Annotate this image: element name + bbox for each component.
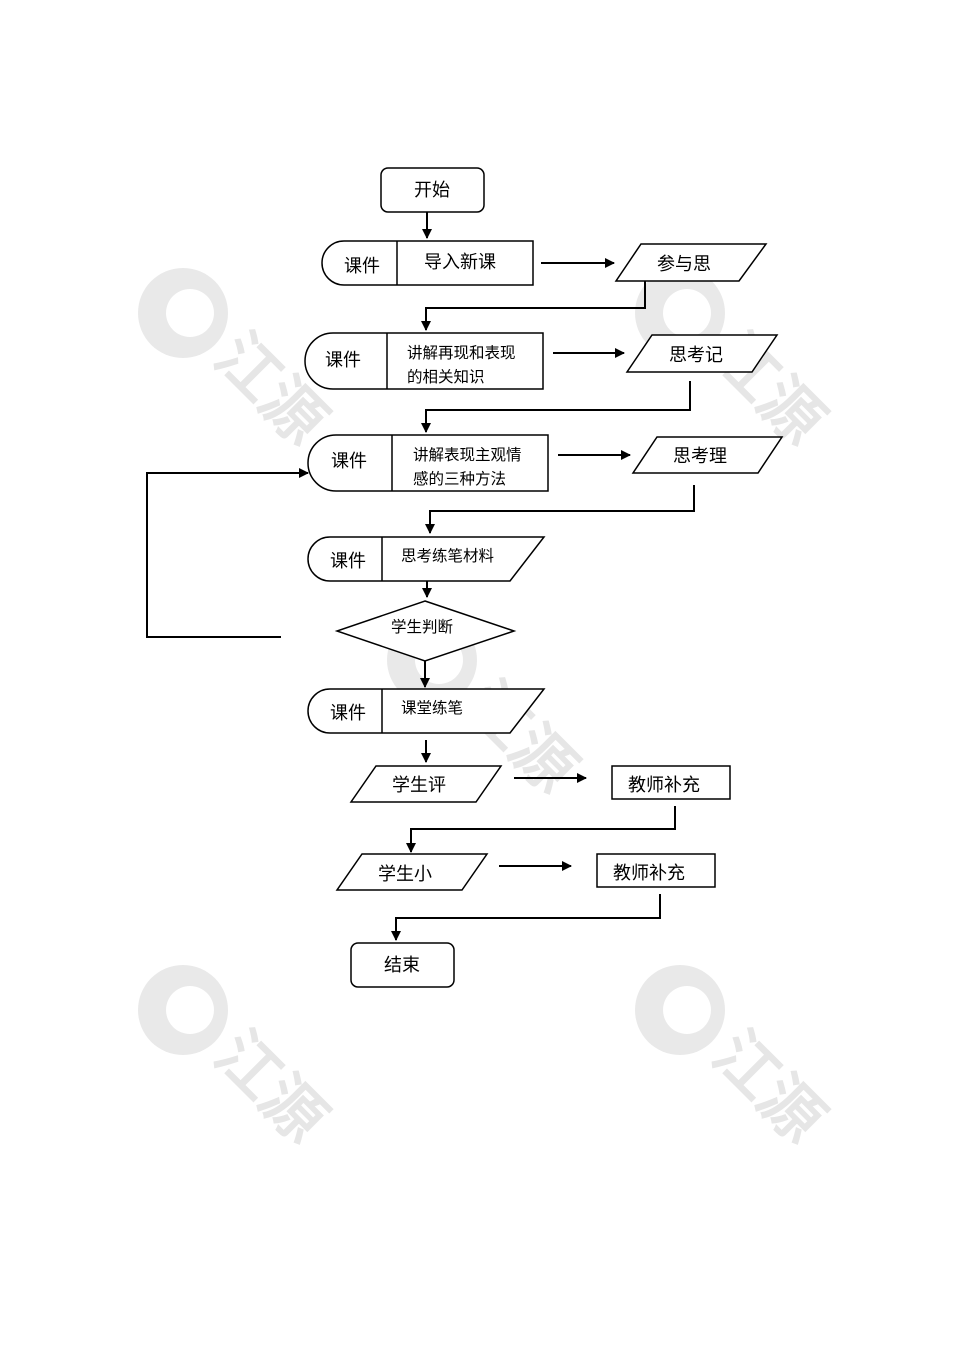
step2-tag: 课件 — [325, 350, 361, 371]
start-label: 开始 — [414, 180, 450, 201]
end-node: 结束 — [350, 942, 455, 988]
decision-label: 学生判断 — [391, 618, 453, 636]
watermark-bottom-right: 江源 — [635, 965, 839, 1157]
teacher-supplement-1-label: 教师补充 — [628, 775, 700, 796]
decision-node: 学生判断 — [334, 600, 517, 662]
step3-tag: 课件 — [331, 451, 367, 472]
connector — [406, 806, 676, 853]
step1-label: 导入新课 — [424, 252, 496, 273]
student-summary-label: 学生小 — [378, 864, 432, 885]
connector — [391, 894, 661, 941]
output1-label: 参与思 — [657, 254, 711, 275]
step2-node: 课件 讲解再现和表现 的相关知识 — [304, 332, 544, 390]
student-eval-node: 学生评 — [349, 765, 503, 803]
step4-label: 思考练笔材料 — [401, 547, 494, 565]
step3-label-line1: 讲解表现主观情 — [413, 446, 522, 464]
end-label: 结束 — [384, 955, 420, 976]
teacher-supplement-1-node: 教师补充 — [611, 765, 731, 800]
step4-tag: 课件 — [330, 551, 366, 572]
step2-label-line2: 的相关知识 — [407, 368, 485, 386]
connector — [421, 281, 646, 331]
step5-node: 课件 课堂练笔 — [307, 688, 546, 734]
connector — [421, 381, 691, 433]
step5-tag: 课件 — [330, 703, 366, 724]
output1-node: 参与思 — [614, 243, 768, 282]
step4-node: 课件 思考练笔材料 — [307, 536, 546, 582]
step5-label: 课堂练笔 — [401, 699, 463, 717]
output3-label: 思考理 — [673, 446, 727, 467]
output3-node: 思考理 — [631, 436, 784, 474]
start-node: 开始 — [380, 167, 485, 213]
step2-label-line1: 讲解再现和表现 — [407, 344, 516, 362]
step3-node: 课件 讲解表现主观情 感的三种方法 — [307, 434, 549, 492]
step1-node: 课件 导入新课 — [321, 240, 534, 286]
watermark-text: 江源 — [201, 1017, 340, 1156]
connector — [425, 485, 695, 534]
loop-back-connector — [146, 468, 309, 638]
teacher-supplement-2-label: 教师补充 — [613, 863, 685, 884]
step1-tag: 课件 — [344, 256, 380, 277]
watermark-bottom-left: 江源 — [138, 965, 341, 1157]
teacher-supplement-2-node: 教师补充 — [596, 853, 716, 888]
watermark-text: 江源 — [699, 1017, 838, 1156]
step3-label-line2: 感的三种方法 — [413, 470, 506, 488]
output2-label: 思考记 — [669, 345, 723, 366]
output2-node: 思考记 — [625, 334, 779, 373]
student-eval-label: 学生评 — [392, 775, 446, 796]
student-summary-node: 学生小 — [335, 853, 489, 891]
